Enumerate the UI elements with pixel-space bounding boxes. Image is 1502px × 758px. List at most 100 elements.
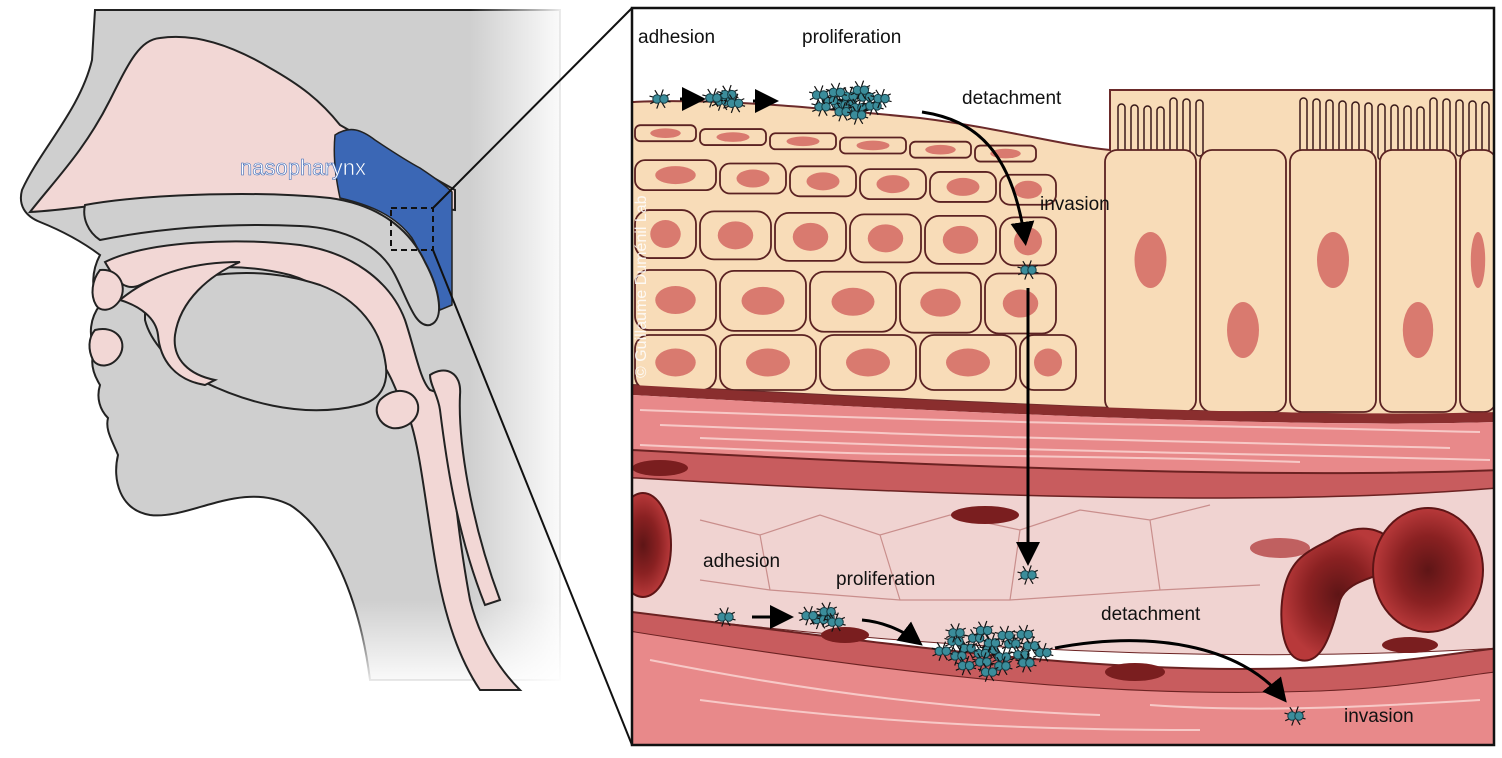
bacterium xyxy=(816,601,838,622)
coccus xyxy=(1294,711,1304,721)
cell-nucleus xyxy=(946,177,980,196)
bacterium xyxy=(977,662,1000,682)
cell-nucleus xyxy=(736,169,770,188)
bacterium xyxy=(965,628,987,648)
coccus xyxy=(1011,639,1021,649)
bacterium xyxy=(1017,260,1039,280)
cell-nucleus xyxy=(1034,348,1062,377)
bacterium xyxy=(824,612,846,632)
coccus xyxy=(841,107,851,117)
cell-nucleus xyxy=(876,175,910,194)
upper-lip xyxy=(91,268,124,311)
bacterium xyxy=(717,84,739,105)
collagen-fiber xyxy=(659,424,1451,449)
bacterium xyxy=(798,605,820,626)
label-adhesion-bottom: adhesion xyxy=(703,551,780,572)
cilium xyxy=(1312,98,1321,156)
cell-nucleus xyxy=(741,286,785,315)
cell-nucleus xyxy=(650,220,681,249)
label-invasion-top: invasion xyxy=(1040,194,1110,215)
arrow-proliferation-bottom xyxy=(861,618,923,646)
bacterium xyxy=(811,97,833,117)
coccus xyxy=(955,628,965,638)
arrow-detachment-bottom xyxy=(1054,639,1287,703)
bacterium xyxy=(723,93,746,114)
connective-fibers-lower xyxy=(649,659,1481,731)
cell-nucleus xyxy=(806,172,840,191)
bacterium xyxy=(1015,653,1037,673)
collagen-fiber xyxy=(639,409,1481,433)
label-detachment-bottom: detachment xyxy=(1101,604,1201,625)
nasopharynx-label: nasopharynx xyxy=(240,155,366,180)
bacterium xyxy=(831,101,853,122)
collagen-fiber xyxy=(699,437,1491,461)
bacterium xyxy=(862,96,884,116)
cilium xyxy=(1455,99,1464,157)
label-invasion-bottom: invasion xyxy=(1344,706,1414,727)
coccus xyxy=(966,643,976,653)
cilium xyxy=(1299,97,1308,155)
zoom-line-bottom xyxy=(432,249,633,746)
cell-nucleus xyxy=(792,222,829,251)
label-proliferation-top: proliferation xyxy=(802,27,901,48)
cilium xyxy=(1195,99,1204,157)
coccus xyxy=(808,611,818,621)
bacterium xyxy=(870,88,892,109)
bacterium xyxy=(714,607,736,627)
cell-nucleus xyxy=(655,166,696,185)
cell-nucleus xyxy=(920,288,961,317)
coccus xyxy=(856,110,867,120)
bacterium xyxy=(991,647,1013,667)
cilium xyxy=(1169,97,1178,155)
bacterium xyxy=(846,105,869,125)
coccus xyxy=(880,93,890,104)
coccus xyxy=(1004,630,1014,641)
bacterium xyxy=(1284,706,1306,726)
bacterium xyxy=(649,89,671,109)
cell-nucleus xyxy=(856,140,890,151)
cell-nucleus xyxy=(925,144,956,155)
oral-mucosa xyxy=(103,240,523,691)
coccus xyxy=(712,93,722,103)
lower-lip xyxy=(88,328,124,367)
bacterium xyxy=(825,82,848,103)
bacterium xyxy=(931,641,953,661)
bacterium xyxy=(1001,634,1023,654)
cell-nucleus xyxy=(746,348,790,377)
cell-nucleus xyxy=(650,128,681,138)
coccus xyxy=(834,617,844,627)
coccus xyxy=(724,612,734,622)
cilium xyxy=(1377,103,1386,161)
coccus xyxy=(818,90,829,100)
coccus xyxy=(659,94,669,104)
basement-membrane xyxy=(632,385,1494,424)
coccus xyxy=(941,646,951,656)
coccus xyxy=(821,102,831,112)
cell-nucleus xyxy=(717,221,754,250)
red-blood-cells xyxy=(632,492,1484,662)
cell-nucleus xyxy=(786,136,820,147)
process-arrows xyxy=(680,87,1287,703)
cell-nucleus xyxy=(1134,232,1167,288)
connective-fibers xyxy=(639,409,1491,463)
bacterium xyxy=(945,623,967,643)
cell-nucleus xyxy=(831,287,875,316)
cilium xyxy=(1468,100,1477,158)
cell-nucleus xyxy=(942,225,979,254)
palate-curve xyxy=(117,261,241,387)
bacterium xyxy=(972,620,995,641)
coccus xyxy=(835,87,846,98)
collagen-fiber xyxy=(639,444,1301,463)
cilium xyxy=(1325,99,1334,157)
cell-nucleus xyxy=(716,132,750,142)
cell-nucleus xyxy=(1014,227,1042,256)
coccus xyxy=(982,625,993,636)
lumen-cell-borders xyxy=(699,504,1261,601)
cilium xyxy=(1338,100,1347,158)
cell-nucleus xyxy=(1402,302,1434,358)
vessel-lumen xyxy=(632,477,1494,656)
coccus xyxy=(987,667,998,677)
epiglottis xyxy=(428,369,502,607)
zoom-line-top xyxy=(432,7,633,209)
